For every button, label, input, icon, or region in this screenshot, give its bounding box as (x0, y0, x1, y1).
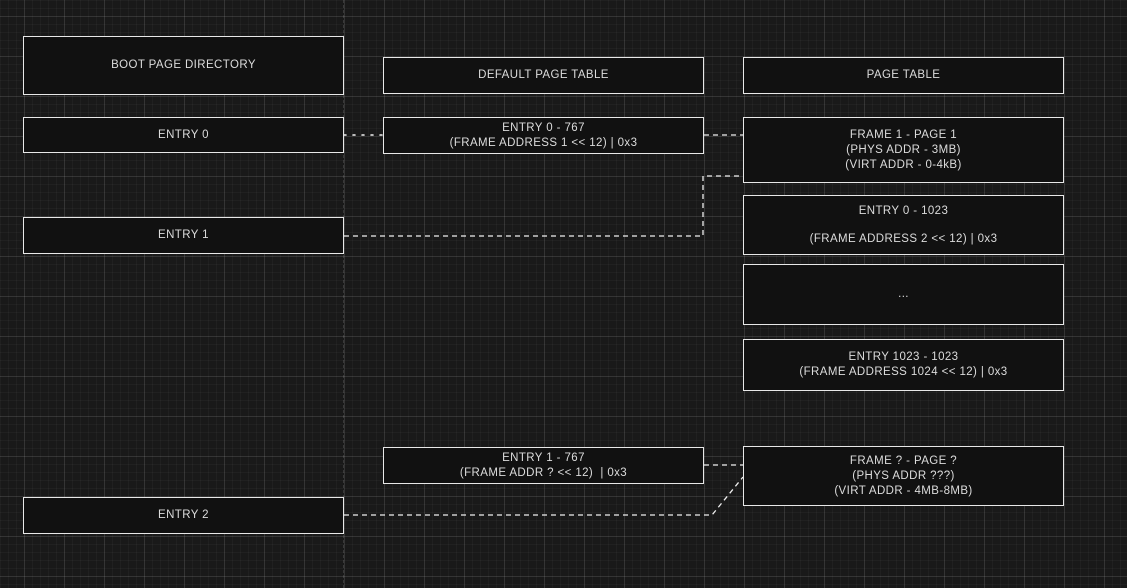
node-entry-2[interactable]: ENTRY 2 (23, 497, 344, 534)
node-label: BOOT PAGE DIRECTORY (111, 59, 256, 71)
node-label-line-1: ENTRY 1023 - 1023 (848, 351, 959, 363)
node-label-line-2: (FRAME ADDR ? << 12) | 0x3 (459, 466, 628, 479)
node-default-page-table[interactable]: DEFAULT PAGE TABLE (383, 57, 704, 94)
node-label: ENTRY 1 (158, 229, 209, 241)
node-dpt-entry-0-767[interactable]: ENTRY 0 - 767 (FRAME ADDRESS 1 << 12) | … (383, 117, 704, 154)
node-label: ... (898, 288, 909, 300)
node-label: ENTRY 2 (158, 509, 209, 521)
node-pt-entry-1023-1023[interactable]: ENTRY 1023 - 1023 (FRAME ADDRESS 1024 <<… (743, 339, 1064, 391)
node-label-line-1: ENTRY 1 - 767 (502, 451, 585, 464)
node-label: PAGE TABLE (866, 69, 941, 81)
node-entry-0[interactable]: ENTRY 0 (23, 117, 344, 153)
node-label-line-2: (PHYS ADDR - 3MB) (846, 143, 961, 156)
node-label-line-1: FRAME ? - PAGE ? (849, 454, 958, 467)
node-label-line-2: (FRAME ADDRESS 1 << 12) | 0x3 (449, 136, 638, 149)
node-label: DEFAULT PAGE TABLE (478, 69, 609, 81)
connector-entry1-to-frame1 (344, 175, 743, 237)
vertical-guide-line (343, 0, 344, 588)
node-label-line-1: FRAME 1 - PAGE 1 (849, 128, 958, 141)
node-label-line-1: ENTRY 0 - 767 (502, 121, 585, 134)
node-label-line-3: (VIRT ADDR - 0-4kB) (845, 158, 962, 171)
node-pt-entry-0-1023[interactable]: ENTRY 0 - 1023 (FRAME ADDRESS 2 << 12) |… (743, 195, 1064, 255)
node-label: ENTRY 0 (158, 128, 209, 141)
node-label-line-1: ENTRY 0 - 1023 (858, 204, 949, 217)
node-frame-1-page-1[interactable]: FRAME 1 - PAGE 1 (PHYS ADDR - 3MB) (VIRT… (743, 117, 1064, 183)
node-label-line-3: (VIRT ADDR - 4MB-8MB) (834, 484, 973, 497)
node-boot-page-directory[interactable]: BOOT PAGE DIRECTORY (23, 36, 344, 95)
node-label-line-2: (FRAME ADDRESS 2 << 12) | 0x3 (809, 232, 998, 245)
node-page-table[interactable]: PAGE TABLE (743, 57, 1064, 94)
node-pt-ellipsis[interactable]: ... (743, 264, 1064, 325)
node-entry-1[interactable]: ENTRY 1 (23, 217, 344, 254)
node-frame-q-page-q[interactable]: FRAME ? - PAGE ? (PHYS ADDR ???) (VIRT A… (743, 446, 1064, 506)
node-label-line-2: (PHYS ADDR ???) (852, 469, 955, 482)
node-label-line-2: (FRAME ADDRESS 1024 << 12) | 0x3 (799, 366, 1008, 378)
node-dpt-entry-1-767[interactable]: ENTRY 1 - 767 (FRAME ADDR ? << 12) | 0x3 (383, 447, 704, 484)
